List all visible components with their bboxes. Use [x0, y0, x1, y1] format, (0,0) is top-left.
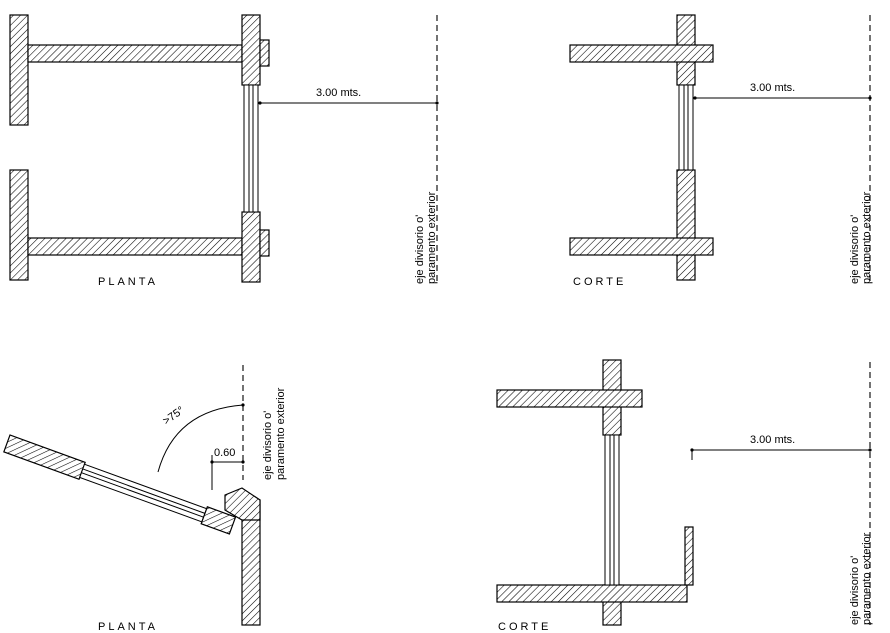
- boundary-label-line1: eje divisorio o': [414, 215, 426, 284]
- wall-bottom: [27, 237, 243, 256]
- boundary-label-line1: eje divisorio o': [849, 556, 861, 625]
- distance-label: 3.00 mts.: [316, 87, 361, 99]
- slab-bottom: [569, 237, 714, 256]
- panel-planta-top: 3.00 mts. eje divisorio o' paramento ext…: [9, 14, 439, 288]
- boundary-label-line2: paramento exterior: [426, 191, 438, 284]
- wall-corner: [224, 487, 261, 521]
- panel-corte-bottom: 3.00 mts. eje divisorio o' paramento ext…: [496, 359, 873, 633]
- slab-bottom: [496, 584, 688, 603]
- window-opening: [678, 84, 694, 171]
- wall-angled-right: [200, 506, 237, 535]
- window-opening: [604, 434, 620, 586]
- wall-right-upper: [241, 14, 261, 86]
- window-opening: [243, 84, 259, 213]
- parapet: [684, 526, 694, 586]
- pier-bottom: [259, 229, 270, 257]
- panel-planta-bottom: >75° 0.60 eje divisorio o' paramento ext…: [3, 365, 287, 633]
- pier-top: [259, 39, 270, 67]
- wall-vertical-lower: [676, 169, 696, 281]
- wall-left-lower: [9, 169, 29, 281]
- wall-angled-left: [3, 434, 86, 481]
- wall-right-lower: [241, 211, 261, 283]
- boundary-label-line1: eje divisorio o': [262, 411, 274, 480]
- boundary-label-line2: paramento exterior: [861, 532, 873, 625]
- boundary-label-line2: paramento exterior: [275, 387, 287, 480]
- angle-arc: [157, 403, 245, 473]
- wall-left-upper: [9, 14, 29, 126]
- view-label: PLANTA: [98, 276, 158, 288]
- view-label: PLANTA: [98, 621, 158, 633]
- distance-label: 3.00 mts.: [750, 434, 795, 446]
- boundary-label-line1: eje divisorio o': [849, 215, 861, 284]
- wall-top: [27, 44, 243, 63]
- angle-label: >75°: [161, 404, 187, 427]
- boundary-label-line2: paramento exterior: [861, 191, 873, 284]
- distance-label: 3.00 mts.: [750, 82, 795, 94]
- slab-top: [496, 389, 643, 408]
- panel-corte-top: 3.00 mts. eje divisorio o' paramento ext…: [569, 14, 873, 288]
- view-label: CORTE: [573, 276, 626, 288]
- slab-top: [569, 44, 714, 63]
- distance-label: 0.60: [214, 447, 235, 459]
- window-opening: [79, 463, 208, 523]
- view-label: CORTE: [498, 621, 551, 633]
